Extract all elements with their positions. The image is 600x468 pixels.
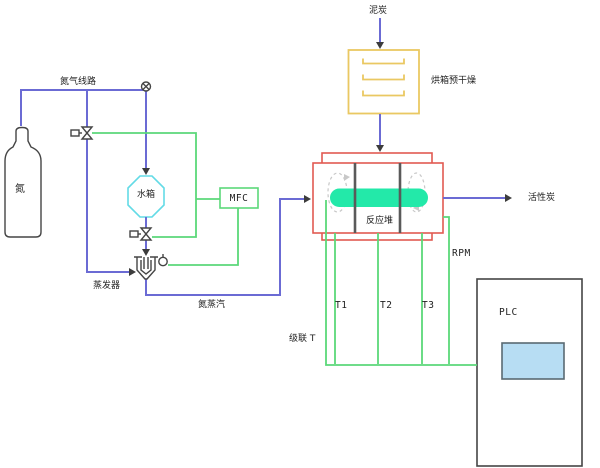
evaporator-vessel	[134, 256, 158, 280]
water-tank-label: 水箱	[136, 190, 155, 200]
plc-box	[476, 278, 583, 467]
peat-label: 泥炭	[369, 6, 388, 16]
water-tank	[127, 175, 165, 218]
evaporator-label: 蒸发器	[93, 281, 121, 291]
rpm-label: RPM	[452, 248, 471, 259]
nitrogen-control-line	[92, 132, 239, 266]
mfc-outlet-line	[168, 208, 239, 266]
t1-label: T1	[335, 300, 348, 311]
plc-label: PLC	[499, 307, 518, 318]
arrow-into-tank	[142, 168, 150, 175]
nitrogen-gas-pipe	[20, 89, 150, 276]
arrow-into-evaporator-side	[129, 268, 136, 276]
oven-label: 烘箱预干燥	[431, 76, 477, 86]
drum-sensor-line	[325, 200, 477, 366]
mfc-label: MFC	[229, 192, 249, 204]
reactor-internals	[327, 163, 428, 233]
oven-shelf-icon	[362, 74, 405, 81]
mfc-box	[219, 187, 259, 209]
t2-label: T2	[380, 300, 393, 311]
circle-x-valve-icon	[140, 81, 152, 92]
arrow-into-oven	[376, 42, 384, 49]
product-pipe	[443, 194, 512, 202]
arrow-into-reactor	[304, 195, 311, 203]
nitrogen-line-label: 氮气线路	[60, 77, 97, 87]
cascade-t-label: 级联 T	[289, 334, 316, 344]
steam-pipe	[145, 195, 311, 296]
oven-shelf-icon	[362, 90, 405, 97]
nitrogen-vapor-label: 氮蒸汽	[198, 300, 226, 310]
arrow-into-evaporator-top	[142, 249, 150, 256]
activated-carbon-label: 活性炭	[528, 193, 556, 203]
plc-screen	[501, 342, 565, 380]
arrow-to-activated-carbon	[505, 194, 512, 202]
t3-label: T3	[422, 300, 435, 311]
peat-feed-pipe	[376, 18, 384, 152]
indicator-sensor-icon	[158, 254, 168, 267]
reactor-label: 反应堆	[366, 216, 394, 226]
arrow-into-reactor-top	[376, 145, 384, 152]
reactor-signal-lines	[325, 200, 477, 366]
rpm-signal-line	[443, 216, 450, 364]
rotary-drum	[330, 188, 428, 207]
control-valve-2-icon	[129, 227, 153, 241]
oven-shelf-icon	[362, 58, 405, 65]
oven-box	[347, 49, 420, 115]
control-valve-1-icon	[70, 126, 94, 140]
nitrogen-cylinder	[4, 126, 42, 238]
nitrogen-label: 氮	[15, 184, 25, 195]
